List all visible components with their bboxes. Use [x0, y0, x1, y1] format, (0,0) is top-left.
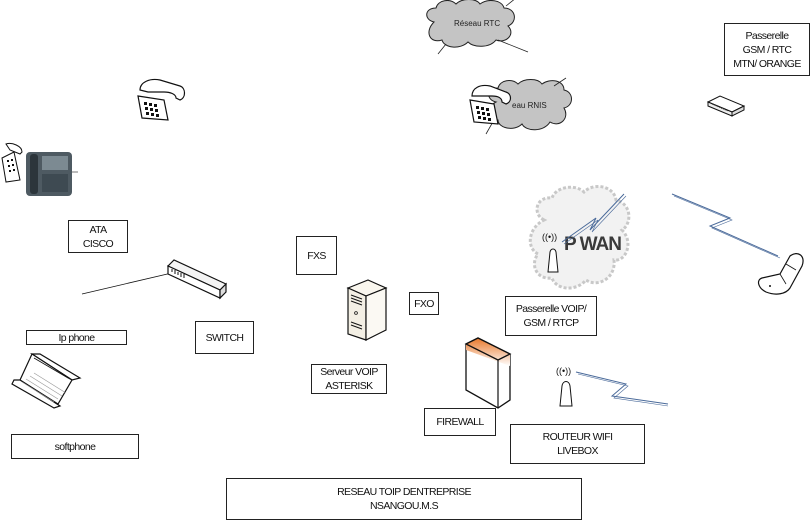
label-ip-phone: Ip phone	[26, 330, 127, 345]
label-passerelle-voip: Passerelle VOIP/ GSM / RTCP	[505, 296, 597, 336]
label-firewall: FIREWALL	[424, 408, 496, 436]
gsm-gateway-device-icon	[706, 95, 746, 117]
label-routeur-wifi: ROUTEUR WIFI LIVEBOX	[510, 424, 645, 464]
wireless-link-router	[575, 371, 669, 407]
label-ata-cisco: ATA CISCO	[68, 220, 128, 253]
wireless-link-wan	[561, 193, 627, 245]
label-serveur-voip: Serveur VOIP ASTERISK	[311, 364, 387, 394]
diagram-author: NSANGOU.M.S	[369, 500, 439, 512]
server-icon	[346, 279, 388, 341]
telephone-icon	[137, 78, 186, 121]
analog-phone-icon	[1, 143, 23, 183]
cloud-ip-wan-label: P WAN	[564, 234, 621, 255]
router-antenna-icon: ((•))	[556, 366, 573, 407]
switch-device-icon	[166, 259, 228, 300]
telephone-icon-rnis	[469, 84, 512, 125]
label-fxo: FXO	[409, 292, 439, 315]
svg-text:((•)): ((•))	[542, 232, 557, 242]
label-softphone: softphone	[11, 434, 139, 459]
firewall-icon	[464, 337, 512, 409]
diagram-title-box: RESEAU TOIP DENTREPRISE NSANGOU.M.S	[226, 478, 582, 520]
cloud-reseau-rnis: eau RNIS	[485, 77, 572, 135]
mobile-phone-icon	[757, 253, 804, 295]
network-cable	[81, 271, 177, 295]
label-fxs: FXS	[296, 236, 337, 275]
cloud-rnis-label: eau RNIS	[512, 101, 547, 110]
svg-text:((•)): ((•))	[556, 366, 571, 376]
diagram-title: RESEAU TOIP DENTREPRISE	[337, 486, 471, 498]
wireless-antenna-icon: ((•))	[542, 232, 559, 273]
label-passerelle-gsm-rtc: Passerelle GSM / RTC MTN/ ORANGE	[724, 23, 810, 76]
label-switch: SWITCH	[195, 321, 254, 354]
ip-desk-phone-icon	[26, 148, 78, 198]
cloud-rtc-label: Réseau RTC	[454, 19, 500, 28]
laptop-icon	[11, 353, 82, 409]
wireless-link-mobile	[671, 193, 781, 259]
cloud-reseau-rtc: Réseau RTC	[426, 0, 529, 55]
